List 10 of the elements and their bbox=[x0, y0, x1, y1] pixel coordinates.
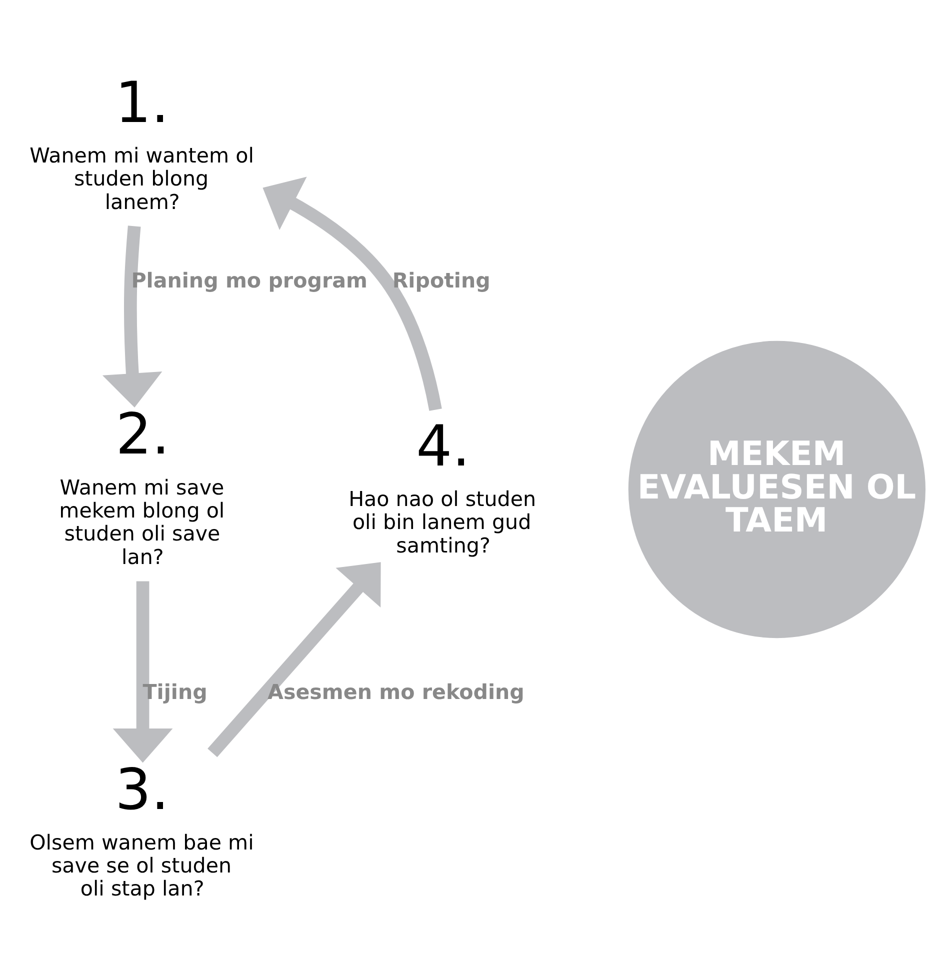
node-circle: MEKEM EVALUESEN OL TAEM bbox=[628, 340, 925, 638]
arrow bbox=[112, 581, 172, 763]
node-text: 1. Wanem mi wantem ol studen blong lanem? bbox=[29, 70, 254, 214]
arrow bbox=[207, 562, 380, 758]
node-text: 2. Wanem mi save mekem blong ol studen oli save lan? bbox=[58, 402, 224, 569]
arrow bbox=[102, 226, 162, 408]
arrow bbox=[262, 176, 442, 411]
node-text: 4. Hao nao ol studen oli bin lanem gud samting? bbox=[348, 413, 536, 558]
edge-label: Ripoting bbox=[392, 268, 490, 292]
node-text: 3. Olsem wanem bae mi save se ol studen oli stap lan? bbox=[29, 756, 254, 901]
